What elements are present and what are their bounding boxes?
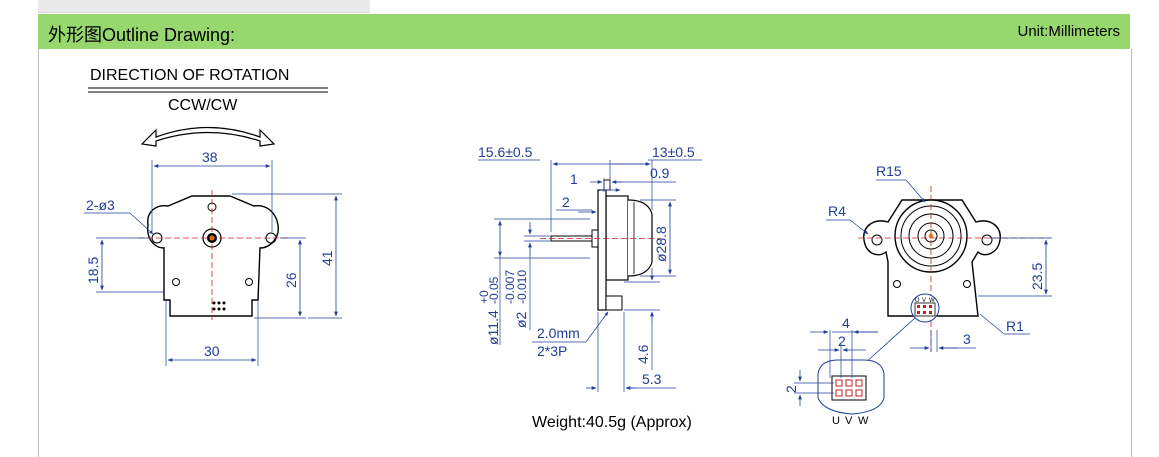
dim-3: 3 — [963, 331, 971, 347]
pins-top-labels: U V W — [915, 298, 935, 304]
dim-38: 38 — [202, 149, 218, 165]
svg-text:W: W — [929, 298, 935, 304]
dim-2: 2 — [562, 194, 570, 210]
connector-pins: 2*3P — [537, 343, 567, 359]
dim-28-8: ø28.8 — [653, 226, 669, 262]
dim-holes: 2-ø3 — [86, 197, 115, 213]
direction-label: DIRECTION OF ROTATION — [90, 67, 289, 84]
front-plate — [147, 195, 279, 317]
mount-plate — [597, 189, 607, 311]
weight-label: Weight:40.5g (Approx) — [532, 414, 692, 431]
dim-26: 26 — [283, 272, 299, 288]
dim-r1: R1 — [1006, 318, 1024, 334]
dim-5-3: 5.3 — [642, 371, 662, 387]
dim-18-5: 18.5 — [85, 257, 101, 284]
dim-11-4-tol-upper: +0 — [477, 290, 491, 304]
section-title: 外形图Outline Drawing: — [48, 25, 236, 45]
rear-view: U V W R15 R4 R1 23.5 3 — [826, 163, 1052, 352]
front-view: DIRECTION OF ROTATION CCW/CW 38 2-ø3 — [84, 67, 342, 366]
drawing-frame — [38, 49, 1132, 457]
unit-label: Unit:Millimeters — [1017, 23, 1120, 40]
svg-text:V: V — [922, 298, 926, 304]
dim-r4: R4 — [828, 203, 846, 219]
top-tab-strip — [38, 0, 370, 13]
dim-1: 1 — [570, 171, 578, 187]
svg-text:U: U — [915, 298, 919, 304]
svg-text:W: W — [858, 415, 869, 427]
dim-41: 41 — [319, 250, 335, 266]
dim-13: 13±0.5 — [652, 144, 695, 160]
rotation-arrow-icon — [140, 126, 276, 147]
rotation-label: CCW/CW — [168, 97, 238, 114]
dim-2b: 2 — [783, 385, 799, 393]
dim-2-tol-upper: -0.007 — [503, 270, 517, 304]
dim-11-4: ø11.4 — [485, 310, 501, 345]
dim-2a: 2 — [838, 333, 846, 349]
pins-bottom-labels: U V W — [832, 415, 869, 427]
dim-2-shaft: ø2 — [513, 311, 529, 328]
side-view: 15.6±0.5 13±0.5 1 0.9 2 ø28.8 ø11.4 +0 -… — [477, 144, 702, 392]
dim-15-6: 15.6±0.5 — [478, 144, 533, 160]
section-header: 外形图Outline Drawing: Unit:Millimeters — [38, 14, 1130, 49]
svg-text:U: U — [832, 415, 840, 427]
svg-text:V: V — [845, 415, 853, 427]
dim-4: 4 — [842, 315, 850, 331]
connector-pitch: 2.0mm — [537, 325, 580, 341]
motor-body — [605, 195, 629, 281]
connector-detail: U V W 4 2 2 — [783, 315, 916, 427]
dim-30: 30 — [204, 343, 220, 359]
dim-11-4-tol-lower: -0.05 — [487, 276, 501, 304]
dim-2-tol-lower: -0.010 — [515, 270, 529, 304]
dim-r15: R15 — [876, 163, 902, 179]
dim-4-6: 4.6 — [635, 344, 651, 364]
dim-0-9: 0.9 — [650, 165, 670, 181]
dim-23-5: 23.5 — [1029, 263, 1045, 290]
